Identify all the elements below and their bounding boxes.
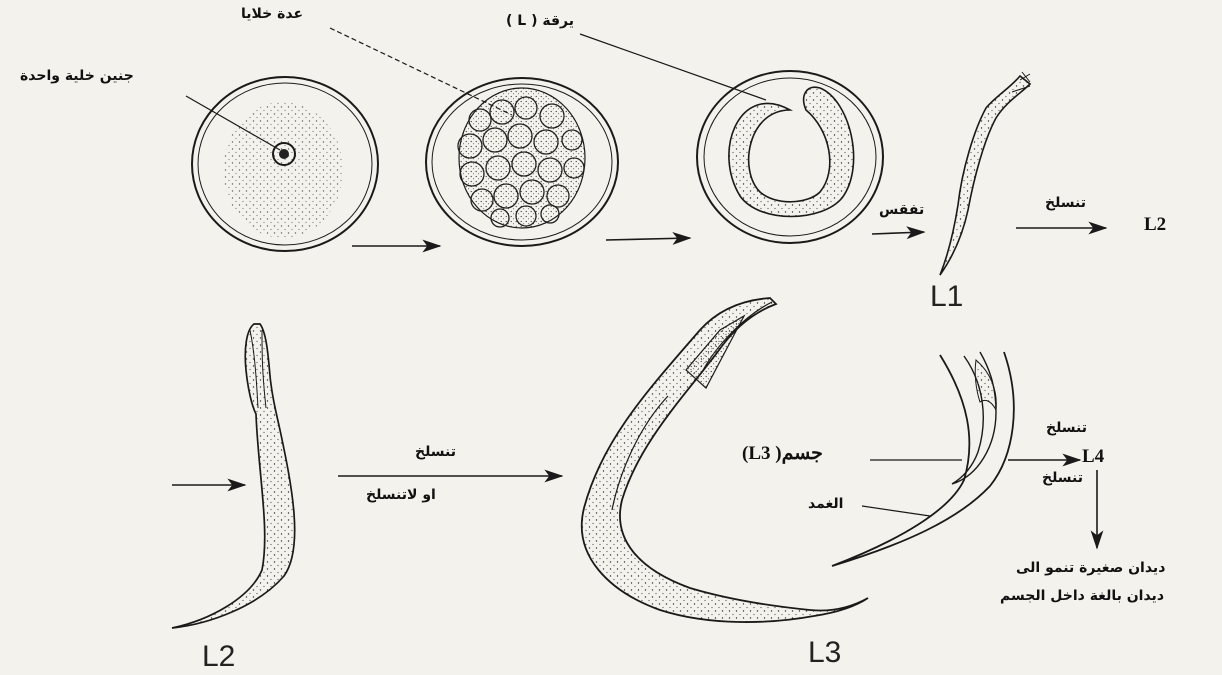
label-multi-cell: عدة خلايا [241,6,303,22]
label-l3-body: (L3 )جسم [742,442,823,465]
egg-single-cell [192,77,378,251]
pointer-sheath [862,506,930,516]
label-final-line-2: ديدان بالغة داخل الجسم [1000,588,1164,604]
arrow-hatch [872,232,924,234]
larva-l1 [940,72,1030,275]
label-molt-1: تنسلخ [1045,195,1086,211]
label-single-cell-embryo: جنين خلية واحدة [20,68,134,84]
egg-with-larva [697,71,883,243]
larva-l3 [582,298,868,622]
label-molt-3-bottom: تنسلخ [1042,470,1083,486]
pointer-egg3 [580,34,766,100]
larva-l2 [172,324,295,628]
label-molt-3-top: تنسلخ [1046,420,1087,436]
label-l4: L4 [1082,446,1104,468]
egg-multi-cell [426,78,618,246]
label-stage-l2: L2 [202,640,235,674]
label-sheath: الغمد [808,496,843,512]
label-stage-l1: L1 [930,280,963,314]
label-hatch: تفقس [879,202,924,218]
larva-l4-sheath [832,352,1014,566]
label-larva-egg: يرقة ( L ) [506,13,574,29]
label-l2-result: L2 [1144,214,1166,236]
label-final-line-1: ديدان صغيرة تنمو الى [1016,560,1165,576]
label-stage-l3: L3 [808,636,841,670]
label-molt-2-alt: او لاتنسلخ [366,487,436,503]
arrow-egg2-egg3 [606,238,690,240]
pointer-egg2 [330,28,512,115]
label-molt-2: تنسلخ [415,444,456,460]
